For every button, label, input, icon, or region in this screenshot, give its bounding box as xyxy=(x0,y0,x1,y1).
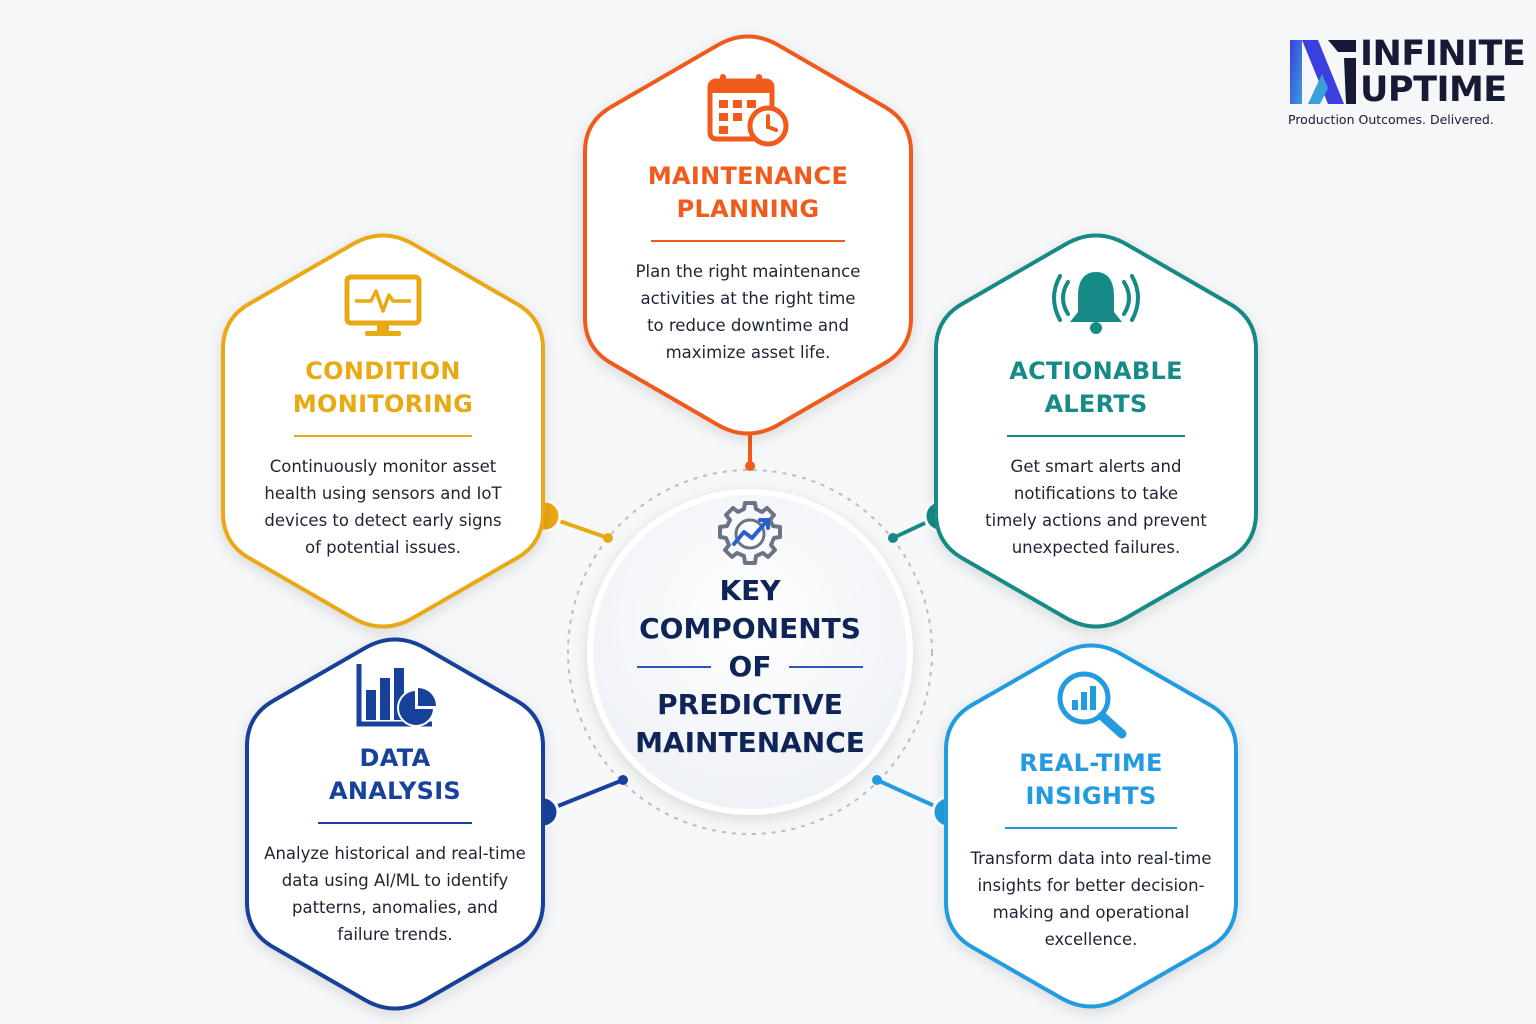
description-line: activities at the right time xyxy=(640,289,856,308)
hexagon-maintenance-planning xyxy=(583,34,913,436)
bar-pie-chart-icon xyxy=(356,664,436,727)
brand-logo: INFINITE UPTIME Production Outcomes. Del… xyxy=(1288,36,1526,136)
title-line: ANALYSIS xyxy=(328,777,462,805)
card-description: Continuously monitor asset health using … xyxy=(233,453,533,561)
description-line: data using AI/ML to identify xyxy=(281,871,509,890)
hexagon-realtime-insights xyxy=(944,643,1238,1009)
description-line: making and operational xyxy=(992,903,1190,922)
card-description: Plan the right maintenance activities at… xyxy=(598,258,898,366)
calendar-clock-icon xyxy=(707,74,789,147)
card-title: MAINTENANCE PLANNING xyxy=(598,160,898,226)
title-line: ACTIONABLE xyxy=(1009,357,1183,385)
card-data-analysis: DATA ANALYSIS Analyze historical and rea… xyxy=(245,742,545,948)
description-line: devices to detect early signs xyxy=(264,511,502,530)
of-right-rule xyxy=(789,666,864,668)
card-title: CONDITION MONITORING xyxy=(233,355,533,421)
description-line: Analyze historical and real-time xyxy=(264,844,526,863)
bell-alert-icon xyxy=(1052,272,1140,334)
center-circle xyxy=(587,489,913,815)
title-divider xyxy=(651,240,845,242)
center-of-row: OF xyxy=(600,648,900,686)
card-maintenance-planning: MAINTENANCE PLANNING Plan the right main… xyxy=(598,160,898,366)
center-title-line: COMPONENTS xyxy=(639,612,861,645)
description-line: of potential issues. xyxy=(304,538,462,557)
description-line: excellence. xyxy=(1044,930,1138,949)
center-title-line: MAINTENANCE xyxy=(635,726,865,759)
title-line: INSIGHTS xyxy=(1025,782,1157,810)
logo-tagline: Production Outcomes. Delivered. xyxy=(1288,112,1494,127)
title-line: PLANNING xyxy=(676,195,820,223)
card-realtime-insights: REAL-TIME INSIGHTS Transform data into r… xyxy=(941,747,1241,953)
title-divider xyxy=(1005,827,1177,829)
monitor-pulse-icon xyxy=(344,274,422,336)
title-line: DATA xyxy=(359,744,431,772)
gear-chart-icon xyxy=(718,501,782,565)
hexagon-data-analysis xyxy=(245,637,545,1011)
description-line: health using sensors and IoT xyxy=(264,484,502,503)
card-description: Analyze historical and real-time data us… xyxy=(245,840,545,948)
card-title: REAL-TIME INSIGHTS xyxy=(941,747,1241,813)
title-line: MONITORING xyxy=(292,390,474,418)
title-line: REAL-TIME xyxy=(1019,749,1163,777)
title-line: CONDITION xyxy=(305,357,461,385)
center-title-line: PREDICTIVE xyxy=(657,688,843,721)
card-actionable-alerts: ACTIONABLE ALERTS Get smart alerts and n… xyxy=(946,355,1246,561)
infinite-uptime-logo-mark xyxy=(1290,40,1356,104)
title-divider xyxy=(294,435,472,437)
title-divider xyxy=(1007,435,1185,437)
description-line: failure trends. xyxy=(337,925,453,944)
title-divider xyxy=(318,822,472,824)
description-line: Get smart alerts and xyxy=(1010,457,1182,476)
card-description: Transform data into real-time insights f… xyxy=(941,845,1241,953)
card-title: DATA ANALYSIS xyxy=(245,742,545,808)
hexagon-actionable-alerts xyxy=(934,233,1258,629)
card-condition-monitoring: CONDITION MONITORING Continuously monito… xyxy=(233,355,533,561)
center-title-line: KEY xyxy=(719,574,781,607)
card-description: Get smart alerts and notifications to ta… xyxy=(946,453,1246,561)
description-line: timely actions and prevent xyxy=(985,511,1207,530)
description-line: maximize asset life. xyxy=(665,343,831,362)
logo-word-infinite: INFINITE xyxy=(1360,34,1526,74)
card-title: ACTIONABLE ALERTS xyxy=(946,355,1246,421)
title-line: ALERTS xyxy=(1044,390,1148,418)
title-line: MAINTENANCE xyxy=(647,162,849,190)
hexagon-condition-monitoring xyxy=(221,233,545,629)
description-line: Transform data into real-time xyxy=(970,849,1212,868)
description-line: Plan the right maintenance xyxy=(635,262,861,281)
center-title: KEY COMPONENTS OF PREDICTIVE MAINTENANCE xyxy=(600,572,900,762)
logo-word-uptime: UPTIME xyxy=(1360,70,1507,110)
center-title-line: OF xyxy=(728,650,772,683)
description-line: patterns, anomalies, and xyxy=(291,898,498,917)
center-dashed-ring xyxy=(567,469,933,835)
description-line: notifications to take xyxy=(1013,484,1179,503)
description-line: unexpected failures. xyxy=(1011,538,1181,557)
description-line: insights for better decision- xyxy=(977,876,1205,895)
description-line: to reduce downtime and xyxy=(647,316,849,335)
description-line: Continuously monitor asset xyxy=(269,457,497,476)
magnifier-chart-icon xyxy=(1057,671,1127,739)
of-left-rule xyxy=(636,666,711,668)
